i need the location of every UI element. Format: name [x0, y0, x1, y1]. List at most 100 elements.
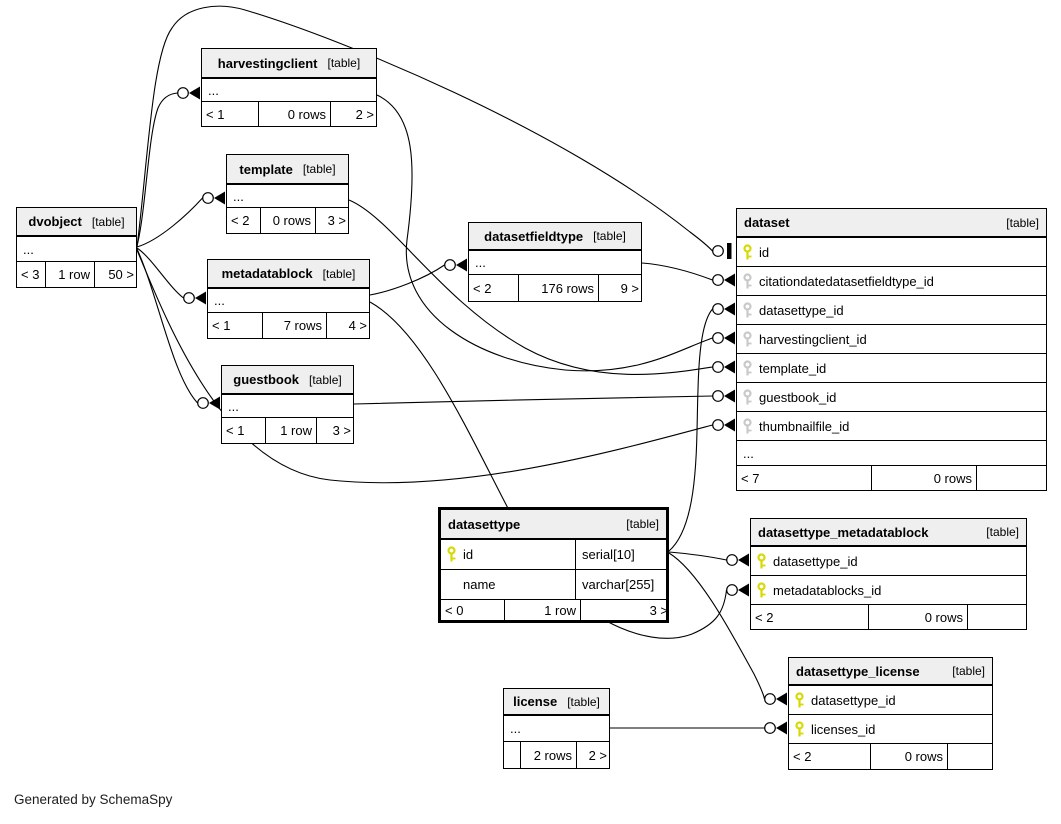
table-tag: [table]: [327, 56, 361, 70]
column-name: harvestingclient_id: [759, 331, 867, 347]
relationship-edge-metadatablock-to-datasetfieldtype: [369, 258, 467, 296]
table-datasettype_metadatablock[interactable]: datasettype_metadatablock[table]datasett…: [750, 518, 1027, 630]
children-count: 2 >: [588, 747, 607, 763]
crow-foot-arrow: [189, 86, 200, 100]
table-header: harvestingclient[table]: [202, 49, 376, 79]
table-header: datasettype_license[table]: [789, 658, 992, 686]
zero-or-one-dot: [183, 292, 195, 304]
zero-or-one-dot: [726, 554, 738, 566]
children-count: 3 >: [332, 423, 351, 438]
column-type: serial[10]: [575, 540, 666, 569]
table-name: dvobject: [28, 214, 82, 229]
crow-foot-arrow: [456, 258, 467, 272]
crow-foot-arrow: [724, 418, 735, 432]
crow-foot-arrow: [776, 721, 787, 735]
zero-or-one-dot: [712, 390, 724, 402]
children-count: [968, 605, 1028, 629]
children-count: 50 >: [108, 267, 134, 282]
zero-or-one-dot: [712, 274, 724, 286]
crow-foot-arrow: [195, 291, 206, 305]
row-count: 176 rows: [519, 275, 599, 301]
key-icon-cell: [737, 417, 757, 435]
row-count: 2 rows: [521, 742, 577, 768]
zero-or-one-dot: [202, 192, 214, 204]
key-icon-cell: [737, 388, 757, 406]
parents-count: < 3: [17, 262, 46, 287]
relationship-edge-license-to-datasettype_license.licenses_id: [610, 721, 787, 735]
foreign-key-icon: [742, 272, 752, 288]
relationship-edge-dvobject-to-dataset.id: [136, 5, 732, 259]
collapsed-columns-ellipsis: ...: [504, 716, 609, 742]
relationship-edge-datasettype-to-datasettype_license.datasettype_id: [668, 552, 787, 706]
row-count: 0 rows: [261, 208, 316, 233]
column-name: name: [463, 577, 496, 592]
column-citationdatedatasetfieldtype_id: citationdatedatasetfieldtype_id: [737, 267, 1046, 296]
key-icon-cell: [789, 720, 809, 738]
table-header: guestbook [table]: [222, 366, 353, 395]
parents-count: < 2: [751, 605, 869, 629]
parents-count: < 0: [441, 600, 505, 620]
zero-or-one-dot: [712, 419, 724, 431]
column-name: id: [463, 547, 474, 562]
column-name: metadatablocks_id: [773, 582, 882, 598]
table-tag: [table]: [952, 664, 985, 678]
crow-foot-arrow: [724, 360, 735, 374]
table-tag: [table]: [593, 229, 626, 243]
table-header: dvobject[table]: [17, 208, 136, 237]
children-count: 9 >: [620, 280, 639, 296]
table-tag: [table]: [309, 372, 342, 387]
children-count: 3 >: [327, 213, 346, 228]
table-header: datasettype_metadatablock[table]: [751, 519, 1026, 547]
column-licenses_id: licenses_id: [789, 715, 992, 744]
key-icon-cell: [737, 301, 757, 319]
table-datasettype_license[interactable]: datasettype_license[table]datasettype_id…: [788, 657, 993, 770]
table-name: guestbook: [233, 372, 300, 387]
parents-count: < 1: [208, 313, 263, 338]
key-icon-cell: [751, 581, 771, 599]
foreign-key-icon: [742, 359, 752, 375]
relationship-edge-datasetfieldtype-to-dataset.citationdatedatasetfieldtype_id: [641, 262, 735, 287]
row-count: 0 rows: [869, 605, 968, 629]
zero-or-one-dot: [712, 361, 724, 373]
generated-by-label: Generated by SchemaSpy: [14, 792, 173, 807]
table-header: datasettype[table]: [441, 510, 666, 540]
column-datasettype_id: datasettype_id: [737, 296, 1046, 325]
zero-or-one-dot: [712, 303, 724, 315]
parents-count: < 7: [737, 466, 872, 490]
parents-count: < 1: [202, 102, 259, 126]
crow-foot-arrow: [724, 331, 735, 345]
row-count: 0 rows: [259, 102, 331, 126]
zero-or-one-dot: [726, 584, 738, 596]
table-tag: [table]: [302, 162, 336, 176]
column-id: id serial[10]: [441, 540, 666, 570]
column-id: id: [737, 238, 1046, 267]
key-icon-cell: [737, 359, 757, 377]
crow-foot-arrow: [724, 273, 735, 287]
crow-foot-arrow: [738, 583, 749, 597]
collapsed-columns-ellipsis: ...: [208, 289, 369, 313]
collapsed-columns-ellipsis: ...: [222, 395, 353, 418]
column-datasettype_id: datasettype_id: [751, 547, 1026, 576]
primary-key-icon: [756, 581, 766, 597]
zero-or-one-dot: [712, 332, 724, 344]
row-count: 0 rows: [872, 466, 977, 490]
collapsed-columns-ellipsis: ...: [202, 79, 376, 102]
table-tag: [table]: [322, 266, 356, 281]
row-count: 0 rows: [871, 744, 948, 769]
parents-count: < 2: [227, 208, 261, 233]
column-harvestingclient_id: harvestingclient_id: [737, 325, 1046, 354]
